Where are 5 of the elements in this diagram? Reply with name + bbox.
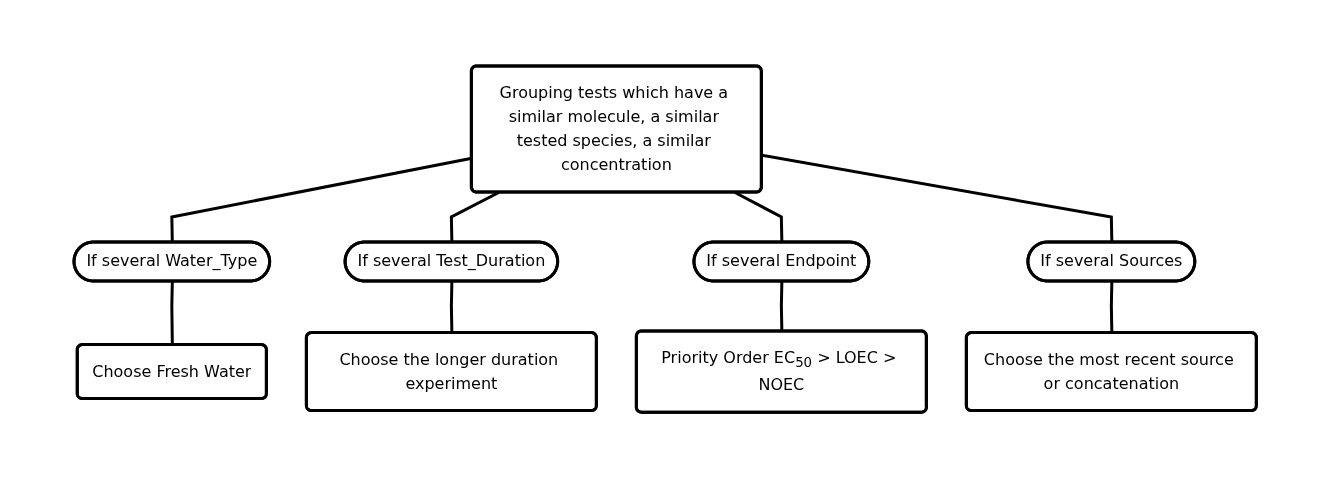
connector: [450, 281, 454, 334]
connector: [780, 281, 784, 332]
connector: [170, 281, 175, 346]
connector: [1110, 281, 1114, 334]
connector: [761, 154, 1114, 243]
